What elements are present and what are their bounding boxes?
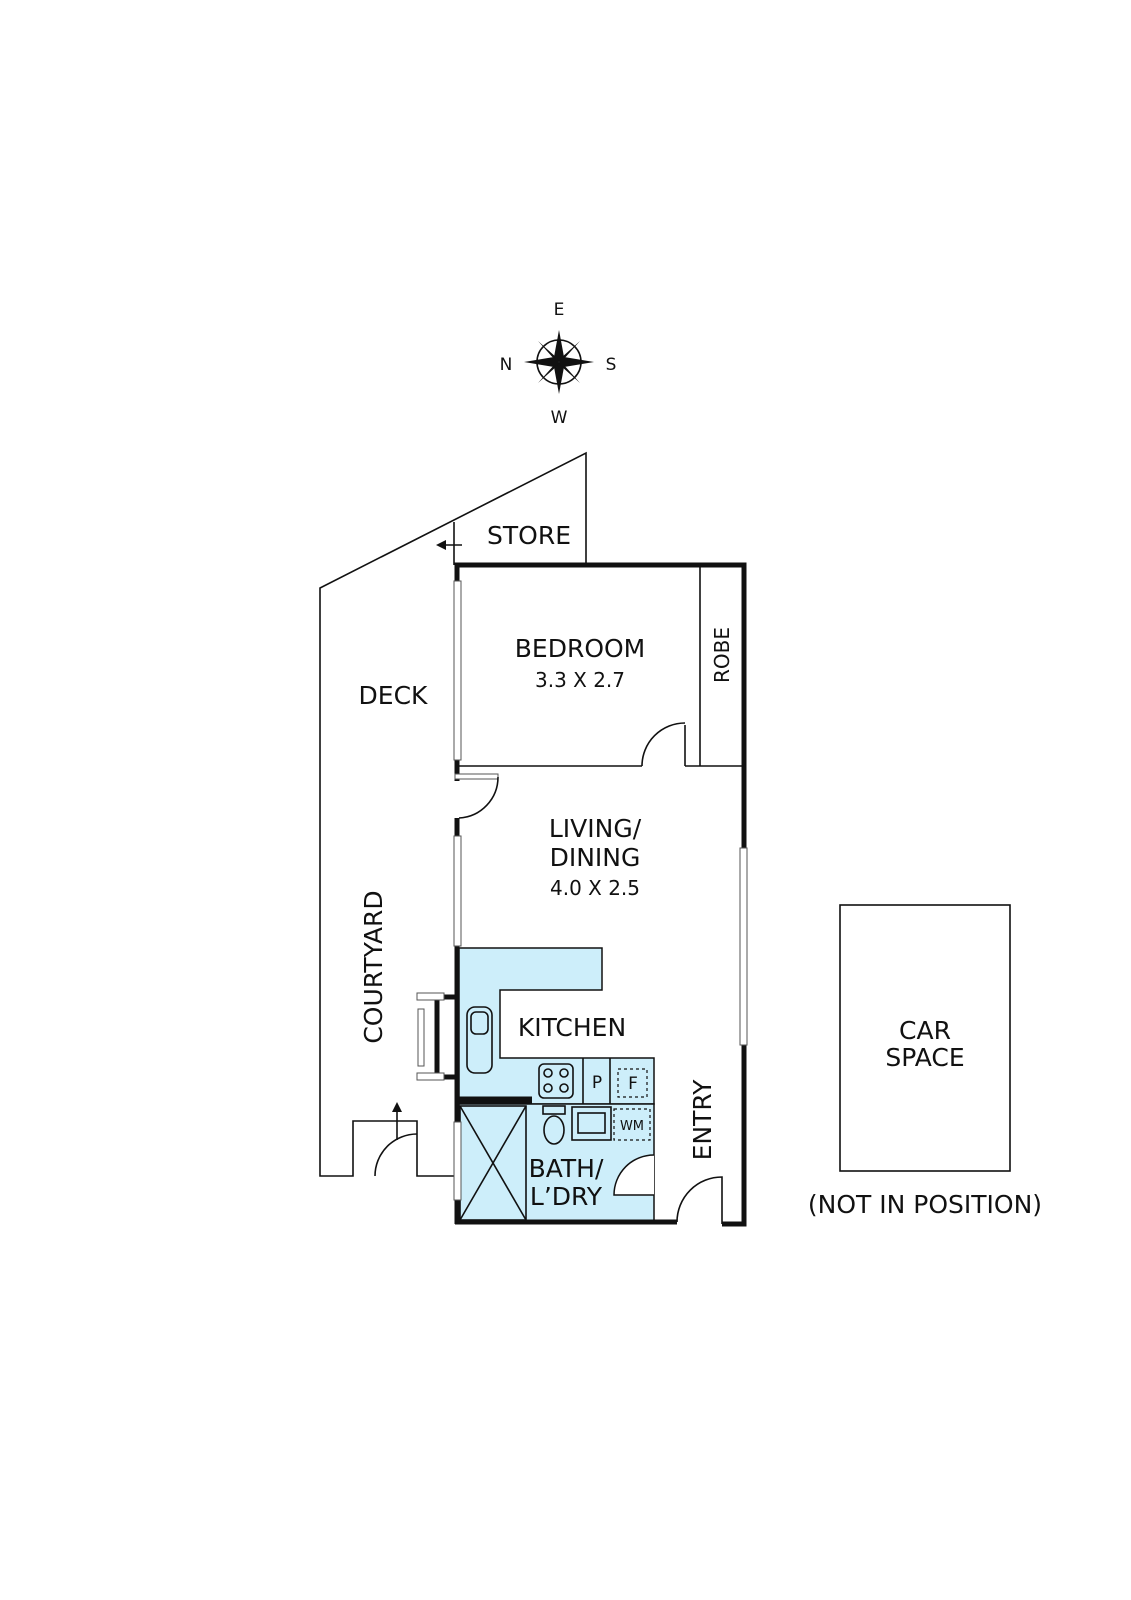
sink-icon xyxy=(466,1006,493,1074)
compass-rose-icon xyxy=(524,330,594,394)
compass-west-label: W xyxy=(551,408,568,428)
courtyard-label: COURTYARD xyxy=(359,890,388,1043)
fridge-label: F xyxy=(628,1074,638,1094)
living-east-window xyxy=(739,847,748,1046)
laundry-label: L’DRY xyxy=(530,1182,603,1211)
entry-label: ENTRY xyxy=(688,1079,717,1161)
bedroom-window xyxy=(453,580,462,761)
car-label: CAR xyxy=(899,1016,951,1045)
arrow-up-icon xyxy=(392,1102,402,1112)
basin-icon xyxy=(571,1106,612,1141)
dining-label: DINING xyxy=(550,843,641,872)
fridge-space xyxy=(617,1068,648,1098)
kitchen-area xyxy=(458,947,655,1223)
car-space-outline xyxy=(839,904,1011,1172)
space-label: SPACE xyxy=(885,1043,964,1072)
outdoor-boundary xyxy=(319,451,587,1177)
compass-north-label: N xyxy=(500,355,513,375)
bath-window xyxy=(453,1121,462,1201)
compass-south-label: S xyxy=(606,355,617,375)
robe-label: ROBE xyxy=(710,627,734,683)
not-in-position-note: (NOT IN POSITION) xyxy=(808,1190,1042,1219)
store-label: STORE xyxy=(487,521,571,550)
bath-label: BATH/ xyxy=(529,1154,604,1183)
deck-label: DECK xyxy=(359,681,429,710)
cooktop-icon xyxy=(538,1063,574,1099)
living-size: 4.0 X 2.5 xyxy=(550,876,640,900)
living-label: LIVING/ xyxy=(549,814,642,843)
toilet-icon xyxy=(542,1105,566,1115)
kitchen-label: KITCHEN xyxy=(518,1013,626,1042)
washing-machine-space xyxy=(613,1108,651,1141)
bedroom-size: 3.3 X 2.7 xyxy=(535,668,625,692)
walls xyxy=(416,562,748,1227)
living-window xyxy=(453,835,462,947)
washing-machine-label: WM xyxy=(620,1119,644,1134)
arrow-left-icon xyxy=(436,540,446,550)
pantry-label: P xyxy=(592,1073,602,1093)
compass-east-label: E xyxy=(554,300,565,320)
bedroom-label: BEDROOM xyxy=(515,634,646,663)
